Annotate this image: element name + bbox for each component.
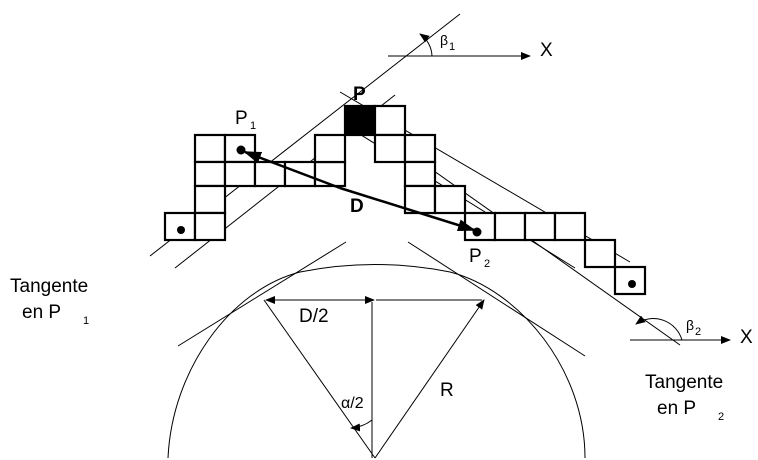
pixel-cell (583, 238, 617, 269)
pixel-cell (493, 211, 527, 242)
x-axis-top-label: X (540, 40, 553, 61)
chain-start-dot (177, 226, 185, 234)
pixel-cell (193, 211, 227, 242)
beta2-subscript: 2 (695, 326, 701, 338)
pixel-cell (403, 133, 437, 164)
d-half-label: D/2 (299, 306, 329, 327)
alpha-half-label: α/2 (341, 395, 364, 412)
tangent-p1-subscript: 1 (83, 315, 89, 327)
pixel-cell (553, 211, 587, 242)
point-p1-subscript: 1 (250, 120, 256, 132)
pixel-cell-p (343, 104, 377, 137)
pixel-cell (193, 160, 227, 188)
point-p2-label: P (469, 246, 482, 267)
x-axis-bottom-label: X (740, 327, 753, 348)
tangent-p1-line2: en P (22, 302, 61, 323)
chain-end-dot (628, 280, 636, 288)
d-arrow-to-p2 (339, 186, 476, 232)
radius-r-label: R (440, 380, 454, 401)
pixel-cell (613, 265, 647, 296)
pixel-cell (313, 133, 347, 164)
beta1-subscript: 1 (449, 41, 455, 53)
curvature-circle-arc (167, 264, 586, 459)
pixel-cell (373, 104, 407, 137)
beta2-angle-arc (635, 315, 683, 341)
pixel-cell (373, 133, 407, 164)
pixel-cell (433, 184, 467, 215)
tangent-p2-line1: Tangente (645, 372, 723, 393)
pixel-cell (403, 160, 437, 188)
d-arrow-to-p1 (243, 150, 341, 190)
radius-left (263, 299, 376, 459)
pixel-cell (463, 211, 497, 242)
alpha-half-angle-arc (350, 419, 373, 432)
point-p1-label: P (235, 108, 248, 129)
beta1-angle-arc (419, 33, 433, 57)
pixel-cell (223, 160, 257, 188)
tangent-at-left-point (177, 241, 347, 347)
tangent-p1-line1: Tangente (10, 276, 88, 297)
beta2-label: β (686, 317, 694, 333)
radius-r-arrow (374, 299, 485, 459)
tangent-p2-subscript: 2 (718, 411, 724, 423)
pixel-cell (163, 211, 197, 242)
pixel-cell (313, 160, 347, 188)
p1-dot (236, 145, 246, 155)
beta1-label: β (440, 32, 448, 48)
tangent-at-right-point (407, 241, 586, 357)
pixel-cell (523, 211, 557, 242)
point-p-label: P (353, 84, 366, 105)
pixel-cell (193, 184, 227, 215)
point-p2-subscript: 2 (484, 258, 490, 270)
tangent-p2-line2: en P (657, 398, 696, 419)
pixel-cell (193, 133, 227, 164)
distance-d-label: D (350, 196, 364, 217)
